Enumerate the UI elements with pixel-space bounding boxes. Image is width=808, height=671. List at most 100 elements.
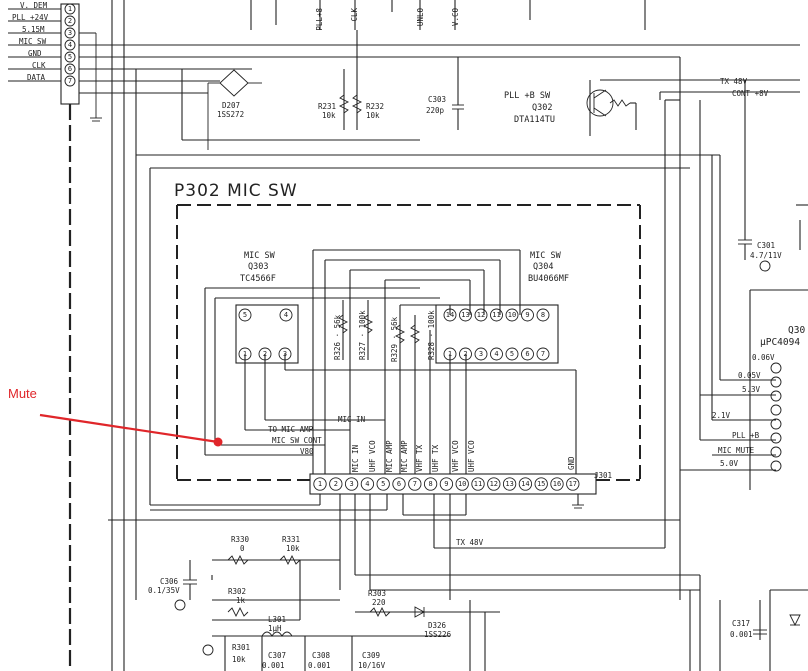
q304-pin-9: 9 [525, 311, 529, 319]
j301-pin-14: 14 [521, 480, 529, 488]
left-connector-pin-1-circle [64, 3, 76, 15]
r303-value: 220 [372, 598, 386, 607]
bottom-section: R330 0 R331 10k C306 0.1/35V R302 1k L30… [148, 535, 808, 671]
j301-pin-3: 3 [349, 480, 353, 488]
q304-pin-12: 12 [477, 311, 485, 319]
label-cont8v: CONT +8V [732, 89, 769, 98]
r231-ref: R231 [318, 102, 336, 111]
mute-pointer-line [39, 413, 219, 444]
net-mic-sw-cont: MIC SW CONT [272, 436, 322, 445]
right-ic-pin-6 [770, 432, 782, 444]
q304-pin-4: 4 [494, 350, 498, 358]
j301-pin-7: 7 [413, 480, 417, 488]
q304-pin-13: 13 [461, 311, 469, 319]
r331-ref: R331 [282, 535, 300, 544]
j301-pin-5: 5 [381, 480, 385, 488]
r302-value: 1k [236, 596, 246, 605]
signal-micsw: MIC SW [19, 37, 47, 46]
mute-label: Mute [8, 386, 37, 401]
j301-pin-13: 13 [505, 480, 513, 488]
left-connector-pin-1: 1 [68, 5, 72, 13]
r330-value: 0 [240, 544, 245, 553]
label-53v: 5.3V [742, 385, 761, 394]
net-mic-in: MIC IN [338, 415, 365, 424]
c307-ref: C307 [268, 651, 286, 660]
q304-pin-4-circle [490, 347, 503, 361]
j301-pin-13-circle [502, 477, 517, 491]
j301-pin-4-circle [360, 477, 375, 491]
r303-ref: R303 [368, 589, 386, 598]
left-connector-pin-7: 7 [68, 77, 72, 85]
q303-pin-4-circle [279, 308, 293, 322]
signal-pll24v: PLL +24V [12, 13, 49, 22]
left-connector-pin-4: 4 [68, 41, 72, 49]
q304-pin-8-circle [536, 308, 550, 322]
left-connector-pin-4-circle [64, 39, 76, 51]
label-006v: 0.06V [752, 353, 775, 362]
diode-d207 [219, 69, 249, 97]
j301-pin-17-circle [566, 477, 580, 491]
signal-gnd: GND [28, 49, 42, 58]
left-connector-pin-2-circle [64, 15, 76, 27]
r231-value: 10k [322, 111, 336, 120]
c307-value: 0.001 [262, 661, 285, 670]
left-connector-pin-3-circle [64, 27, 76, 39]
j301-pin-9-circle [439, 477, 454, 491]
q304-pin-6: 6 [525, 350, 529, 358]
q303-part: TC4566F [240, 274, 276, 284]
j301-pin-6-circle [392, 477, 406, 491]
board-outline: P302 MIC SW [136, 154, 720, 506]
left-connector-pin-5-circle [64, 51, 76, 63]
top-label-pll8: PLL+8 [315, 8, 324, 31]
vlabel-gnd: GND [567, 456, 576, 470]
r301-ref: R301 [232, 643, 250, 652]
left-connector-pin-3: 3 [68, 29, 72, 37]
ic-right-ref: Q30 [788, 325, 805, 336]
c301-ref: C301 [757, 241, 775, 250]
q302-name: PLL +B SW [504, 91, 551, 101]
vlabel-uhf-vco: UHF VCO [368, 440, 377, 472]
q304-ref: Q304 [533, 262, 553, 272]
j301-pin-8: 8 [428, 480, 432, 488]
label-21v: 2.1V [712, 411, 731, 420]
c306-ref: C306 [160, 577, 179, 586]
r328-label: R328 · 100k [427, 310, 436, 360]
r232-value: 10k [366, 111, 380, 120]
j301-pin-16: 16 [553, 480, 561, 488]
signal-clk: CLK [32, 61, 46, 70]
right-ic-pin-1 [770, 362, 782, 374]
j301-pin-1-circle [313, 477, 327, 491]
top-label-unlo: UNLO [416, 8, 425, 27]
internal-wiring: R326 · 56k R327 · 100k R329 · 56k R328 ·… [204, 249, 577, 476]
vlabel-vhf-vco: VHF VCO [451, 440, 460, 472]
top-wiring: PLL+8 CLK UNLO V.CO D207 1SS272 R231 10k… [79, 0, 800, 671]
q304-pin-8: 8 [541, 311, 545, 319]
d207-part: 1SS272 [217, 110, 244, 119]
vlabel-mic-amp-2: MIC AMP [400, 440, 409, 472]
j301-pin-15: 15 [537, 480, 545, 488]
r331-value: 10k [286, 544, 300, 553]
label-tx48v: TX 48V [720, 77, 748, 86]
vlabel-mic-in: MIC IN [351, 445, 360, 472]
signal-515m: 5.15M [22, 25, 45, 34]
q304-pin-3: 3 [479, 350, 483, 358]
q304-pin-5-circle [505, 347, 519, 361]
j301-ref: J301 [594, 471, 612, 480]
q304-part: BU4066MF [528, 274, 569, 284]
label-pllb: PLL +B [732, 431, 760, 440]
j301-pin-1: 1 [318, 480, 322, 488]
vlabel-vhf-tx: VHF TX [415, 444, 424, 472]
j301-pin-12-circle [487, 477, 501, 491]
mute-annotation: Mute [8, 386, 223, 447]
left-connector-pin-6: 6 [68, 65, 72, 73]
r327-label: R327 · 100k [358, 310, 367, 360]
signal-vdem: V. DEM [20, 1, 48, 10]
c303-value: 220p [426, 106, 445, 115]
l301-ref: L301 [268, 615, 286, 624]
net-to-mic-amp: TO MIC AMP [268, 425, 314, 434]
j301-pin-15-circle [534, 477, 548, 491]
ic-right-part: µPC4094 [760, 337, 800, 348]
r232-ref: R232 [366, 102, 384, 111]
